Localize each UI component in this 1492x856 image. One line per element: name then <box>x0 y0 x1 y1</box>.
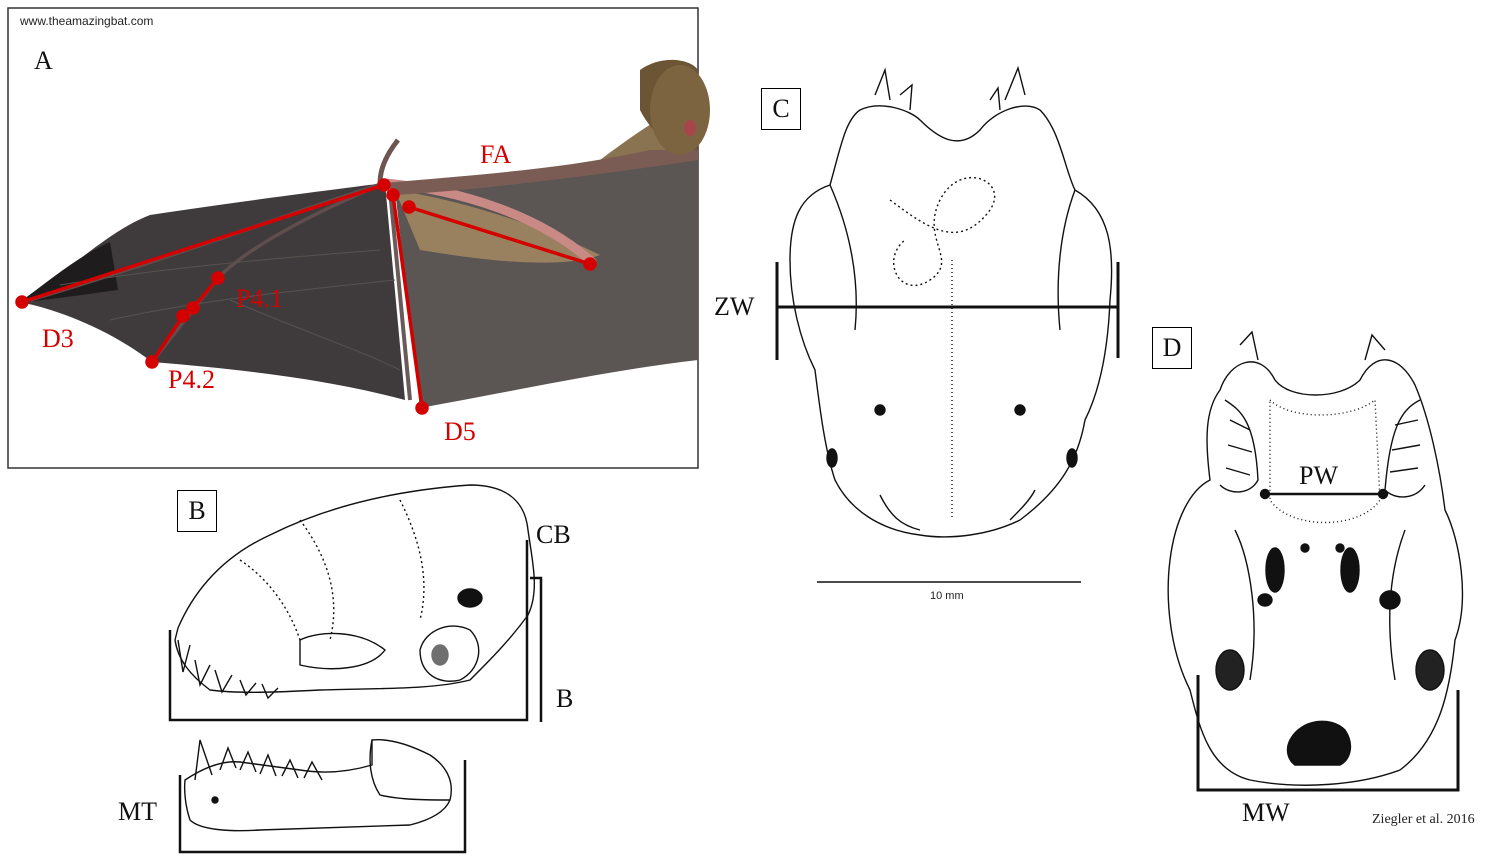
panel-d-drawing <box>1168 332 1462 790</box>
label-fa: FA <box>480 140 511 170</box>
label-d3: D3 <box>42 324 74 354</box>
panel-c-label: C <box>761 88 801 130</box>
panel-a-photo <box>8 8 710 468</box>
scale-bar-label: 10 mm <box>930 590 964 602</box>
label-mw: MW <box>1242 798 1290 828</box>
panel-b-drawing <box>170 485 541 852</box>
label-mt: MT <box>118 797 157 827</box>
label-cb: CB <box>536 520 571 550</box>
panel-a-label: A <box>34 46 53 76</box>
label-d5: D5 <box>444 417 476 447</box>
panel-c-drawing <box>777 68 1118 582</box>
label-b: B <box>556 684 573 714</box>
label-pw: PW <box>1299 461 1338 491</box>
panel-d-label: D <box>1152 327 1192 369</box>
label-p4-2: P4.2 <box>168 365 215 395</box>
label-zw: ZW <box>714 292 754 322</box>
panel-b-label: B <box>177 490 217 532</box>
label-p4-1: P4.1 <box>236 284 283 314</box>
watermark-text: www.theamazingbat.com <box>20 14 153 28</box>
credit-text: Ziegler et al. 2016 <box>1372 812 1475 828</box>
